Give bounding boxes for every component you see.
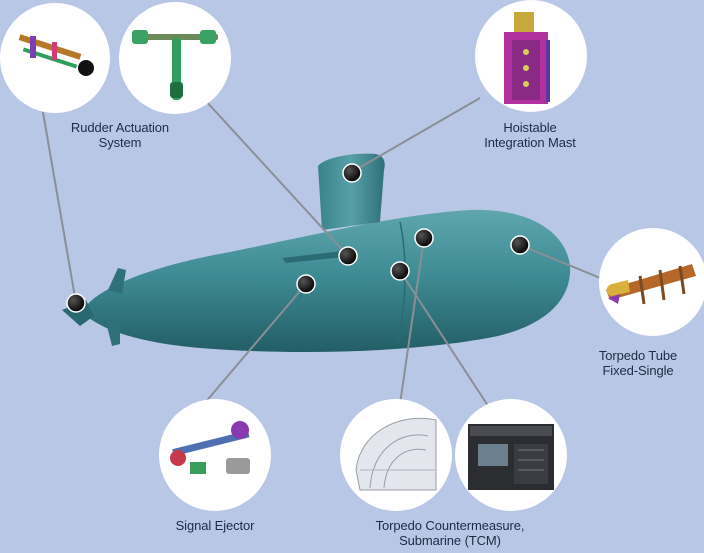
marker-signal-ejector bbox=[297, 275, 315, 293]
marker-rudder bbox=[67, 294, 85, 312]
marker-sail bbox=[339, 247, 357, 265]
submarine bbox=[62, 154, 570, 352]
label-torpedo-tube-fixed-single: Torpedo Tube Fixed-Single bbox=[580, 348, 696, 378]
callout-tcm-box-image bbox=[455, 399, 567, 511]
callout-signal-ejector-image bbox=[159, 399, 271, 511]
marker-torpedo-tube bbox=[511, 236, 529, 254]
label-hoistable-integration-mast: Hoistable Integration Mast bbox=[460, 120, 600, 150]
callout-tcm-structure-image bbox=[340, 399, 452, 511]
callout-mast-image bbox=[475, 0, 587, 112]
tail-fin-lower bbox=[106, 320, 120, 346]
callout-sail-component-image bbox=[119, 2, 231, 114]
marker-tcm-lower bbox=[391, 262, 409, 280]
label-torpedo-countermeasure: Torpedo Countermeasure, Submarine (TCM) bbox=[360, 518, 540, 548]
marker-mast bbox=[343, 164, 361, 182]
marker-tcm-upper bbox=[415, 229, 433, 247]
label-rudder-actuation-system: Rudder Actuation System bbox=[50, 120, 190, 150]
callout-torpedo-tube-image bbox=[599, 228, 704, 336]
label-signal-ejector: Signal Ejector bbox=[140, 518, 290, 533]
callout-rudder-image bbox=[0, 3, 110, 113]
